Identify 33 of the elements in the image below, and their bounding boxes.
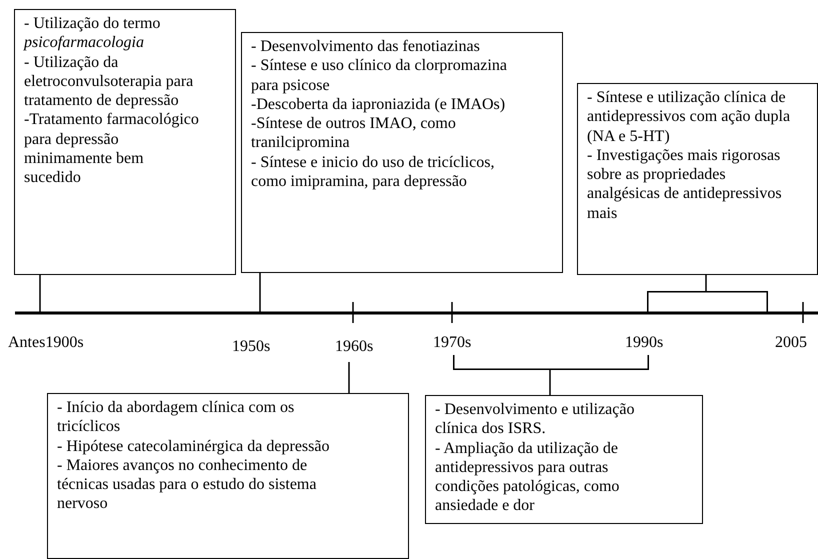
connector-line [259,273,261,312]
bracket [647,291,768,313]
time-label: 1990s [625,334,664,352]
time-label: 1960s [335,338,374,356]
event-box [577,83,818,275]
event-text: - Maiores avanços no conhecimento de técnicas usadas para o estudo do sistema nervoso [57,456,318,514]
event-text: - Investigações mais rigorosas sobre as propriedades analgésicas de antidepressivos mais [587,146,783,224]
event-text: - Utilização da eletroconvulsoterapia para tratamento de depressão [24,52,194,110]
event-text: - Síntese e uso clínico da clorpromazina para psicose [251,56,508,95]
connector-line [549,370,551,395]
event-box [14,9,236,275]
event-text: -Síntese de outros IMAO, como tranilcipromina [251,114,457,153]
event-text: - Síntese e inicio do uso de tricíclicos, como imipramina, para depressão [251,152,496,192]
event-text: - Desenvolvimento e utilização clínica dos ISRS. [435,400,636,439]
event-text: - Hipótese catecolaminérgica da depressão [57,436,330,456]
time-label: Antes1900s [8,334,84,352]
event-text: - Ampliação da utilização de antidepressivos para outras condições patológicas, como ansiedade e dor [435,438,620,516]
event-box [241,32,563,273]
connector-line [705,275,707,291]
event-text: - Desenvolvimento das fenotiazinas [251,37,481,56]
time-label: 2005 [775,334,807,352]
event-box [47,393,409,559]
event-text: - Início da abordagem clínica com os tricíclicos [57,398,296,437]
event-box [425,395,703,524]
time-label: 1970s [433,334,472,352]
time-label: 1950s [232,338,270,356]
bracket [453,355,649,370]
event-text: -Descoberta da iaproniazida (e IMAOs) [251,94,506,114]
event-text: -Tratamento farmacológico para depressão minimamente bem sucedido [24,110,200,188]
connector-line [39,275,41,312]
event-text: - Utilização do termo psicofarmacologia [24,14,162,53]
connector-line [348,362,350,393]
event-text: - Síntese e utilização clínica de antidepressivos com ação dupla (NA e 5-HT) [587,88,792,146]
